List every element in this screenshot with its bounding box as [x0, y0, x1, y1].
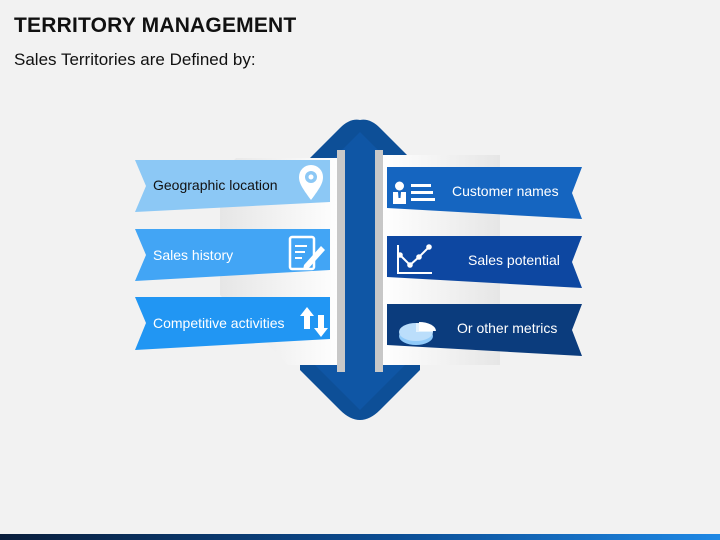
right-divider: [375, 150, 383, 372]
left-label-sales-history: Sales history: [153, 247, 234, 263]
right-tab-customer[interactable]: [387, 167, 582, 219]
left-divider: [337, 150, 345, 372]
location-pin-icon: [299, 165, 323, 200]
right-label-sales-potential: Sales potential: [468, 252, 560, 268]
page-subtitle: Sales Territories are Defined by:: [14, 50, 256, 69]
left-tab-sales-history[interactable]: [135, 229, 330, 281]
right-tab-sales-potential[interactable]: [387, 236, 582, 288]
right-label-other-metrics: Or other metrics: [457, 320, 558, 336]
pie-chart-icon: [399, 322, 436, 345]
left-tab-competitive[interactable]: [135, 297, 330, 350]
bottom-accent-bar: [0, 534, 720, 540]
page-title: TERRITORY MANAGEMENT: [14, 14, 297, 37]
contact-list-icon: [393, 181, 435, 204]
left-label-competitive: Competitive activities: [153, 315, 285, 331]
line-chart-icon: [397, 244, 432, 274]
right-tab-other-metrics[interactable]: [387, 304, 582, 356]
left-tab-geographic[interactable]: [135, 160, 330, 212]
left-label-geographic: Geographic location: [153, 177, 278, 193]
document-edit-icon: [288, 235, 325, 271]
right-label-customer: Customer names: [452, 183, 559, 199]
up-down-arrows-icon: [300, 307, 328, 337]
